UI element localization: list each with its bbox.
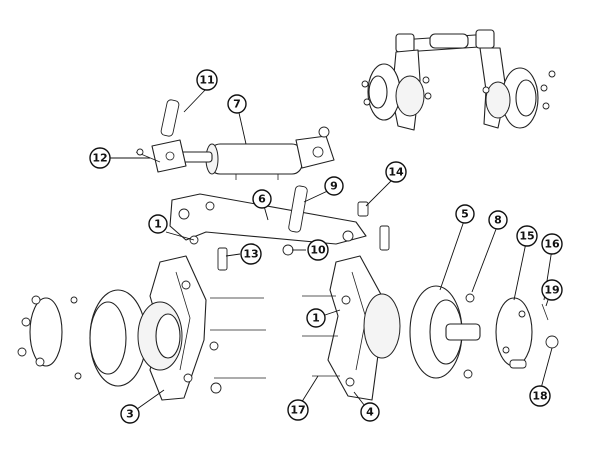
callout-19: 19 xyxy=(541,279,563,301)
callout-1a: 1 xyxy=(148,214,168,234)
left-hub-assembly xyxy=(17,255,266,401)
callout-label: 11 xyxy=(199,74,214,87)
callout-label: 17 xyxy=(290,404,305,417)
callout-label: 4 xyxy=(366,406,374,419)
callout-label: 8 xyxy=(494,214,502,227)
callout-9: 9 xyxy=(324,176,344,196)
callout-7: 7 xyxy=(227,94,247,114)
callout-label: 3 xyxy=(126,408,134,421)
right-hub-assembly xyxy=(302,255,559,401)
callout-17: 17 xyxy=(287,399,309,421)
callout-5: 5 xyxy=(455,204,475,224)
callout-label: 18 xyxy=(532,390,547,403)
callout-label: 13 xyxy=(243,248,258,261)
callout-3: 3 xyxy=(120,404,140,424)
callout-label: 16 xyxy=(544,238,560,251)
callout-1b: 1 xyxy=(306,308,326,328)
callout-15: 15 xyxy=(516,225,538,247)
callout-label: 5 xyxy=(461,208,469,221)
callout-label: 12 xyxy=(92,152,107,165)
callout-10: 10 xyxy=(307,239,329,261)
callout-label: 14 xyxy=(388,166,404,179)
callout-16: 16 xyxy=(541,233,563,255)
callout-6: 6 xyxy=(252,189,272,209)
callout-label: 1 xyxy=(154,218,162,231)
callout-label: 6 xyxy=(258,193,266,206)
callout-label: 7 xyxy=(233,98,241,111)
callout-label: 19 xyxy=(544,284,559,297)
callout-label: 9 xyxy=(330,180,338,193)
callout-4: 4 xyxy=(360,402,380,422)
callouts: 1 1 3 4 5 6 7 8 xyxy=(89,69,563,424)
callout-18: 18 xyxy=(529,385,551,407)
hydraulic-cylinder xyxy=(135,99,335,180)
callout-label: 10 xyxy=(310,244,326,257)
callout-label: 1 xyxy=(312,312,320,325)
callout-13: 13 xyxy=(240,243,262,265)
callout-8: 8 xyxy=(488,210,508,230)
callout-11: 11 xyxy=(196,69,218,91)
callout-12: 12 xyxy=(89,147,111,169)
callout-label: 15 xyxy=(519,230,534,243)
callout-14: 14 xyxy=(385,161,407,183)
assembled-view-thumbnail xyxy=(361,29,556,131)
